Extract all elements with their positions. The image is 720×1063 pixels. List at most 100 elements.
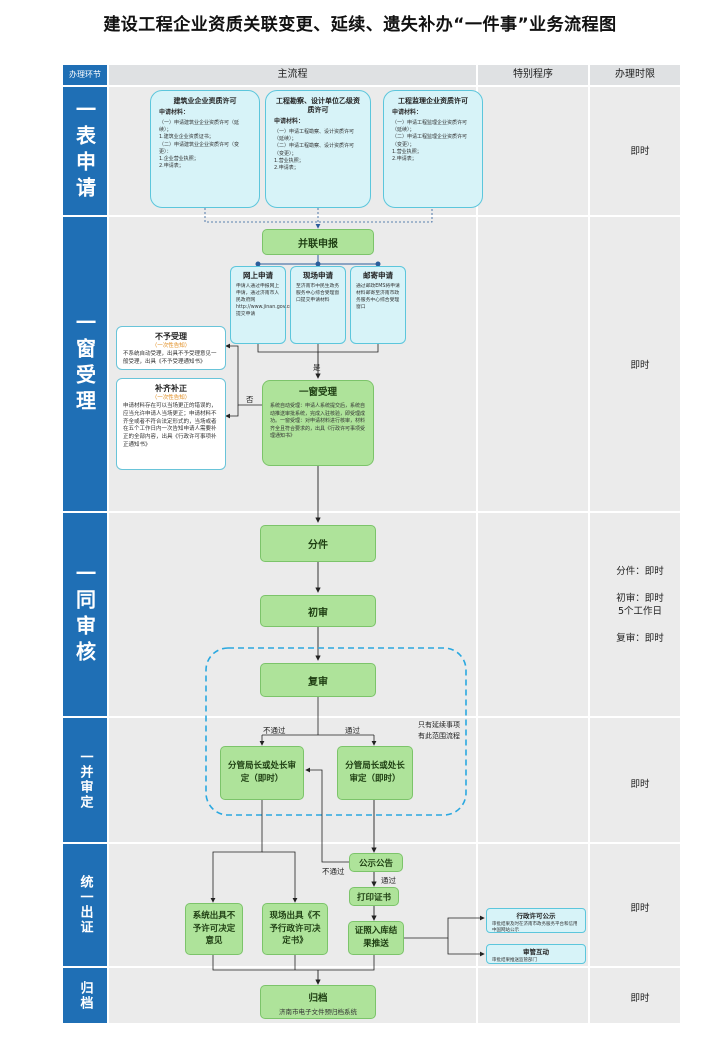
decide-right-node: 分管局长或处长审定（即时） <box>337 746 413 800</box>
time-review-days: 5个工作日 <box>617 606 663 617</box>
supplement-body: 申请材料存在可以当场更正的错误的，应当允许申请人当场更正；申请材料不齐全或者不符… <box>123 402 217 449</box>
channel-body: 至济南市中民生政务服务中心综合受理窗口提交申请材料 <box>296 283 340 303</box>
apply-box-line: 2.申请表； <box>392 156 417 163</box>
apply-box-construction: 建筑业企业资质许可 申请材料： （一）申请建筑业企业资质许可（延续）； 1.建筑… <box>150 90 260 208</box>
band-archive-time <box>590 968 680 1023</box>
reject-box: 不予受理 （一次性告知） 不系统自动受理，出具不予受理意见一般受理，出具《不予受… <box>116 326 226 370</box>
supplement-title: 补齐补正 <box>155 384 187 393</box>
parallel-submit-node: 并联申报 <box>262 229 374 255</box>
special-interaction-box: 审管互动 审批结果推送监管部门 <box>486 944 586 964</box>
time-issue: 即时 <box>630 903 650 914</box>
label-yes: 是 <box>313 363 321 372</box>
band-review-time <box>590 513 680 716</box>
publicity-node: 公示公告 <box>349 853 403 872</box>
archive-subtitle: 济南市电子文件预归档系统 <box>279 1008 357 1016</box>
band-archive-special <box>478 968 588 1023</box>
stage-issue: 统一出证 <box>63 844 107 966</box>
page-title: 建设工程企业资质关联变更、延续、遗失补办“一件事”业务流程图 <box>103 15 617 35</box>
apply-box-line: 2.申请表； <box>159 163 184 170</box>
decide-left-node: 分管局长或处长审定（即时） <box>220 746 304 800</box>
apply-box-line: （二）申请建筑业企业资质许可（变更）： <box>159 141 240 155</box>
time-review-split: 分件：即时 <box>616 566 664 577</box>
reject-title: 不予受理 <box>155 332 187 341</box>
channel-onsite: 现场申请 至济南市中民生政务服务中心综合受理窗口提交申请材料 <box>290 266 346 344</box>
first-review-node: 初审 <box>260 595 376 627</box>
stage-apply: 一表申请 <box>63 87 107 215</box>
apply-box-line: 1.营业执照； <box>274 157 304 164</box>
stage-review: 一同审核 <box>63 513 107 716</box>
stage-archive: 归档 <box>63 968 107 1023</box>
accept-node: 一窗受理 系统自动受理：申请人系统提交后，系统自动推送审批系统，完成入驻核验，即… <box>262 380 374 466</box>
apply-box-title: 工程监理企业资质许可 <box>398 97 468 105</box>
apply-box-subtitle: 申请材料： <box>159 109 190 117</box>
band-accept-special <box>478 217 588 511</box>
time-apply: 即时 <box>630 146 650 157</box>
special-body: 审批结果及时在济南市政务服务平台和信用中国网站公示 <box>492 922 578 934</box>
apply-box-supervision: 工程监理企业资质许可 申请材料： （一）申请工程监理企业资质许可（延续）； （二… <box>383 90 483 208</box>
band-issue-time <box>590 844 680 966</box>
channel-title: 邮寄申请 <box>363 271 393 280</box>
accept-title: 一窗受理 <box>298 387 337 398</box>
range-note: 只有延续事项有此范围流程 <box>418 721 460 740</box>
stage-decide: 一并审定 <box>63 718 107 842</box>
channel-mail: 邮寄申请 通过邮政EMS将申请材料邮寄至济南市政务服务中心综合受理窗口 <box>350 266 406 344</box>
channel-body: 申请人通过申报网上申请，通过济南市人民政府网 http://www.jinan.… <box>236 283 295 317</box>
apply-box-line: 1.企业营业执照； <box>159 156 199 163</box>
recheck-node: 复审 <box>260 663 376 697</box>
time-archive: 即时 <box>630 993 650 1004</box>
time-review-recheck: 复审：即时 <box>616 633 664 644</box>
label-pass-publicity: 通过 <box>381 876 396 885</box>
special-body: 审批结果推送监管部门 <box>492 958 537 964</box>
apply-box-title: 建筑业企业资质许可 <box>173 97 237 105</box>
channel-online: 网上申请 申请人通过申报网上申请，通过济南市人民政府网 http://www.j… <box>230 266 295 344</box>
label-no: 否 <box>246 395 254 404</box>
band-review-special <box>478 513 588 716</box>
band-apply-special <box>478 87 588 215</box>
apply-box-title: 工程勘察、设计单位乙级资质许可 <box>276 97 360 115</box>
deny-onsite-node: 现场出具《不予行政许可决定书》 <box>262 903 328 955</box>
apply-box-line: （二）申请工程勘察、设计资质许可（变更）； <box>274 143 355 157</box>
channel-title: 网上申请 <box>243 271 273 280</box>
reject-body: 不系统自动受理，出具不予受理意见一般受理，出具《不予受理通知书》 <box>123 350 217 365</box>
supplement-subtitle: （一次性告知） <box>151 394 191 401</box>
apply-box-subtitle: 申请材料： <box>392 109 423 117</box>
reject-subtitle: （一次性告知） <box>151 342 191 349</box>
apply-box-line: （二）申请工程监理企业资质许可（变更）； <box>392 134 468 148</box>
apply-box-line: （一）申请建筑业企业资质许可（延续）； <box>159 119 240 134</box>
push-node: 证照入库结果推送 <box>348 921 404 955</box>
apply-box-survey-design: 工程勘察、设计单位乙级资质许可 申请材料： （一）申请工程勘察、设计资质许可（延… <box>265 90 371 208</box>
label-pass-right: 通过 <box>345 726 360 735</box>
channel-title: 现场申请 <box>303 271 333 280</box>
apply-box-line: （一）申请工程监理企业资质许可（延续）； <box>392 119 468 134</box>
split-node: 分件 <box>260 525 376 562</box>
stage-column-header: 办理环节 <box>63 65 107 85</box>
apply-box-line: （一）申请工程勘察、设计资质许可（延续）； <box>274 128 355 143</box>
archive-node: 归档 济南市电子文件预归档系统 <box>260 985 376 1019</box>
time-review-first: 初审：即时 <box>616 593 664 604</box>
channel-body: 通过邮政EMS将申请材料邮寄至济南市政务服务中心综合受理窗口 <box>356 283 400 310</box>
label-fail-publicity: 不通过 <box>322 867 345 876</box>
apply-box-line: 2.申请表； <box>274 165 299 172</box>
accept-body: 系统自动受理：申请人系统提交后，系统自动推送审批系统，完成入驻核验，即受理成功。… <box>270 403 366 440</box>
time-decide: 即时 <box>630 779 650 790</box>
main-column-header: 主流程 <box>109 65 476 85</box>
special-title: 行政许可公示 <box>516 912 556 920</box>
print-node: 打印证书 <box>349 887 399 906</box>
special-column-header: 特别程序 <box>478 65 588 85</box>
band-apply-time <box>590 87 680 215</box>
deny-system-node: 系统出具不予许可决定意见 <box>185 903 243 955</box>
band-decide-time <box>590 718 680 842</box>
apply-box-line: 1.建筑业企业资质证书； <box>159 134 214 141</box>
archive-title: 归档 <box>308 993 328 1004</box>
stage-accept: 一窗受理 <box>63 217 107 511</box>
time-accept: 即时 <box>630 360 650 371</box>
special-title: 审管互动 <box>523 948 549 956</box>
apply-box-subtitle: 申请材料： <box>274 118 305 126</box>
supplement-box: 补齐补正 （一次性告知） 申请材料存在可以当场更正的错误的，应当允许申请人当场更… <box>116 378 226 470</box>
special-publicity-box: 行政许可公示 审批结果及时在济南市政务服务平台和信用中国网站公示 <box>486 908 586 933</box>
apply-box-line: 1.营业执照； <box>392 148 422 155</box>
label-fail-left: 不通过 <box>263 726 286 735</box>
time-column-header: 办理时限 <box>590 65 680 85</box>
band-decide-special <box>478 718 588 842</box>
